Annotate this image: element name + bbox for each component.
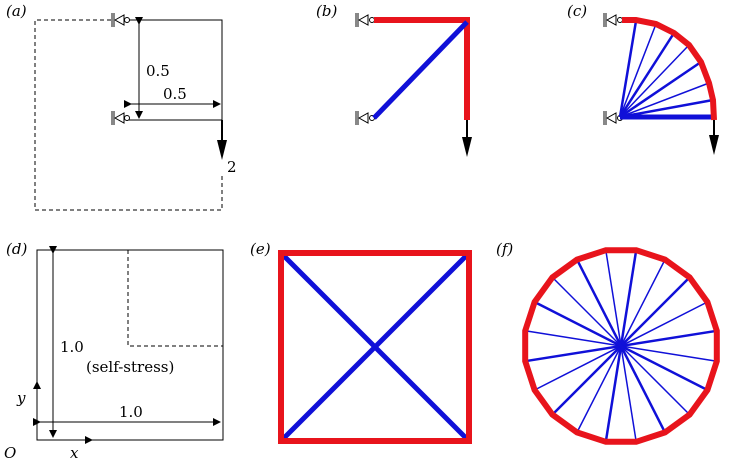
design-domain-dashed: [34, 19, 223, 211]
panel-b: (b): [316, 2, 472, 157]
compression-diagonal-2: [281, 253, 469, 441]
domain-square: [36, 249, 224, 441]
compression-strut: [372, 20, 469, 120]
tension-members: [374, 17, 470, 120]
load-arrow-head: [217, 140, 227, 160]
panel-f: (f): [496, 240, 720, 445]
load-arrow-head: [462, 137, 472, 157]
quarter-dashed: [127, 250, 223, 347]
dim-vertical-label: 1.0: [60, 338, 84, 356]
x-axis-label: x: [70, 444, 79, 462]
sub-domain: [126, 19, 223, 121]
tension-frame: [278, 250, 472, 444]
panel-b-label: (b): [316, 2, 337, 20]
pin-support-top: [603, 13, 623, 27]
pin-support-bottom: [111, 111, 130, 125]
panel-a-label: (a): [6, 2, 27, 20]
compression-spoke: [605, 250, 637, 442]
panel-f-label: (f): [496, 240, 513, 258]
dim-vertical-label: 0.5: [146, 62, 170, 80]
panel-d-label: (d): [6, 240, 27, 258]
panel-c: (c): [567, 2, 719, 155]
panel-c-label: (c): [567, 2, 587, 20]
origin-label: O: [4, 444, 16, 462]
compression-spokes: [525, 250, 717, 442]
dim-horizontal-label: 0.5: [163, 85, 187, 103]
self-stress-label: (self-stress): [86, 358, 174, 376]
pin-support-top: [111, 13, 130, 27]
load-arrow-head: [709, 135, 719, 155]
tension-arc: [622, 17, 717, 121]
load-label: 2: [227, 158, 237, 176]
y-axis-label: y: [16, 389, 26, 407]
panel-e: (e): [250, 240, 472, 444]
panel-e-label: (e): [250, 240, 271, 258]
panel-d: (d) 1.0 (self-stress) 1.0 y x O: [4, 240, 224, 462]
pin-support-top: [355, 13, 375, 27]
pin-support-bottom: [355, 111, 375, 125]
tension-ring: [522, 247, 720, 445]
dim-horizontal-label: 1.0: [119, 403, 143, 421]
panel-a: (a) 0.5 0.5 2: [6, 2, 237, 211]
compression-fan: [618, 20, 714, 120]
